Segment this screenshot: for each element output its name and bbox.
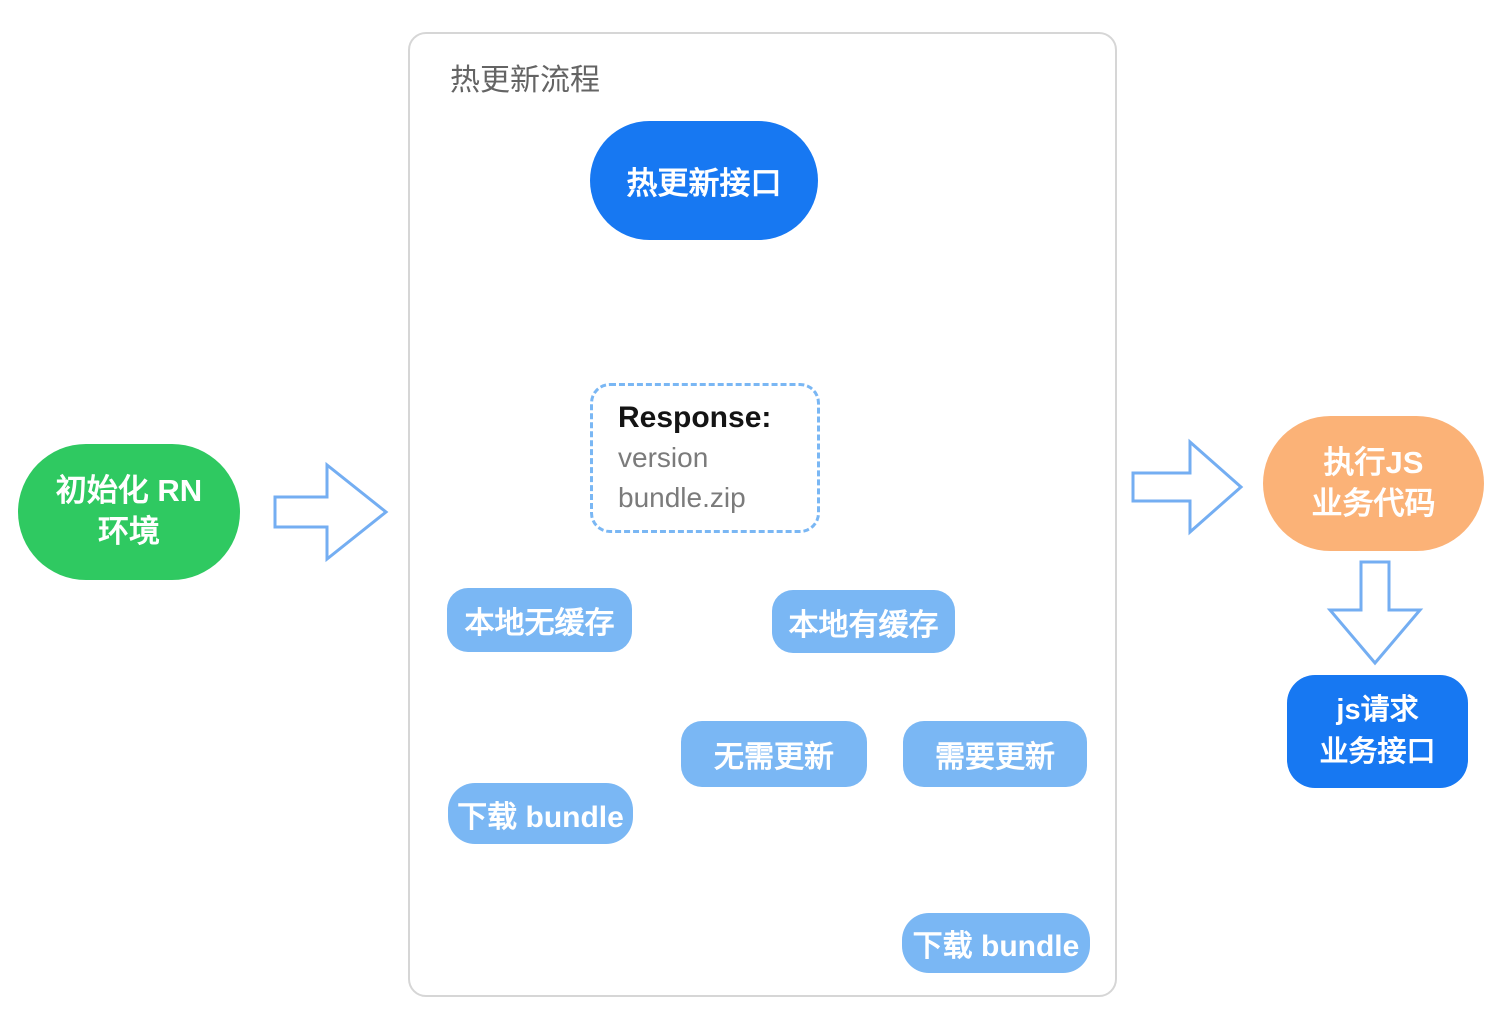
node-execute-js-code: 执行JS 业务代码 (1263, 416, 1484, 551)
node-js-request-line2: 业务接口 (1319, 735, 1436, 768)
node-response: Response: version bundle.zip (590, 383, 820, 533)
node-hot-update-api: 热更新接口 (590, 121, 818, 240)
node-init-rn-line1: 初始化 RN (55, 473, 203, 509)
node-no-local-cache: 本地无缓存 (447, 588, 632, 652)
response-title: Response: (618, 400, 772, 434)
node-has-local-cache-label: 本地有缓存 (788, 608, 939, 642)
node-no-update-needed: 无需更新 (681, 721, 867, 787)
node-hot-update-api-label: 热更新接口 (626, 166, 782, 201)
node-js-request-line1: js请求 (1336, 694, 1419, 727)
node-execute-js-line1: 执行JS (1323, 444, 1424, 480)
node-download-bundle-right: 下载 bundle (902, 913, 1090, 973)
response-bundle-zip: bundle.zip (618, 482, 746, 514)
node-update-needed: 需要更新 (903, 721, 1087, 787)
node-no-local-cache-label: 本地无缓存 (464, 607, 615, 640)
response-version: version (618, 442, 709, 474)
container-title: 热更新流程 (450, 64, 600, 97)
arrow-right-flow-to-execjs-icon (1131, 438, 1244, 536)
node-init-rn-line2: 环境 (98, 514, 160, 549)
node-download-bundle-left-label: 下载 bundle (457, 800, 624, 834)
node-no-update-needed-label: 无需更新 (714, 741, 834, 774)
node-execute-js-line2: 业务代码 (1311, 485, 1436, 521)
node-has-local-cache: 本地有缓存 (772, 590, 955, 653)
node-init-rn-env: 初始化 RN 环境 (18, 444, 240, 580)
node-download-bundle-right-label: 下载 bundle (912, 930, 1080, 963)
node-js-request-api: js请求 业务接口 (1287, 675, 1468, 788)
arrow-right-init-to-flow-icon (273, 461, 389, 563)
node-update-needed-label: 需要更新 (935, 741, 1055, 774)
arrow-down-execjs-to-jsrequest-icon (1326, 560, 1424, 666)
node-download-bundle-left: 下载 bundle (448, 783, 633, 844)
